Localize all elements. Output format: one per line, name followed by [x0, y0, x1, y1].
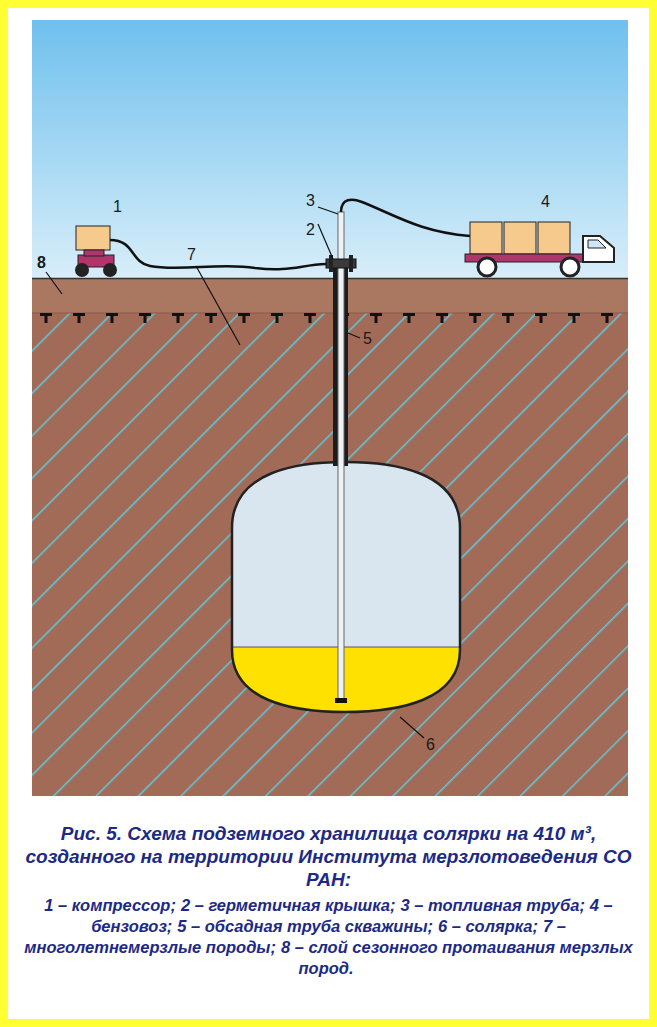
callout-number: 6	[426, 737, 435, 753]
legend-entry: 6 – солярка;	[438, 917, 538, 935]
sky	[32, 20, 628, 279]
fuel-pipe	[338, 212, 344, 700]
caption-text: Рис. 5. Схема подземного хранилища соляр…	[26, 823, 632, 890]
legend-entry: 5 – обсадная труба скважины;	[177, 917, 433, 935]
legend-entry: 1 – компрессор;	[44, 896, 176, 914]
legend: 1 – компрессор; 2 – герметичная крышка;3 …	[18, 895, 639, 979]
sealed-cover	[326, 255, 356, 272]
callout-number: 5	[363, 331, 372, 347]
permafrost	[32, 313, 628, 796]
boundary-marks	[40, 313, 613, 323]
compressor	[75, 226, 117, 277]
legend-entry: 3 – топливная труба;	[400, 896, 584, 914]
cavern	[230, 460, 462, 717]
callout-number: 7	[187, 247, 196, 263]
callout-number: 8	[37, 255, 46, 271]
legend-entry: 8 – слой сезонного протаивания мерзлых п…	[281, 938, 633, 977]
seasonal-layer	[32, 278, 628, 314]
callout-number: 4	[541, 194, 550, 210]
figure-caption: Рис. 5. Схема подземного хранилища соляр…	[22, 822, 635, 891]
fuel-truck	[465, 222, 614, 276]
legend-entry: 2 – герметичная крышка;	[181, 896, 396, 914]
callout-number: 3	[306, 193, 315, 209]
callout-number: 1	[113, 199, 122, 215]
callout-number: 2	[306, 222, 315, 238]
